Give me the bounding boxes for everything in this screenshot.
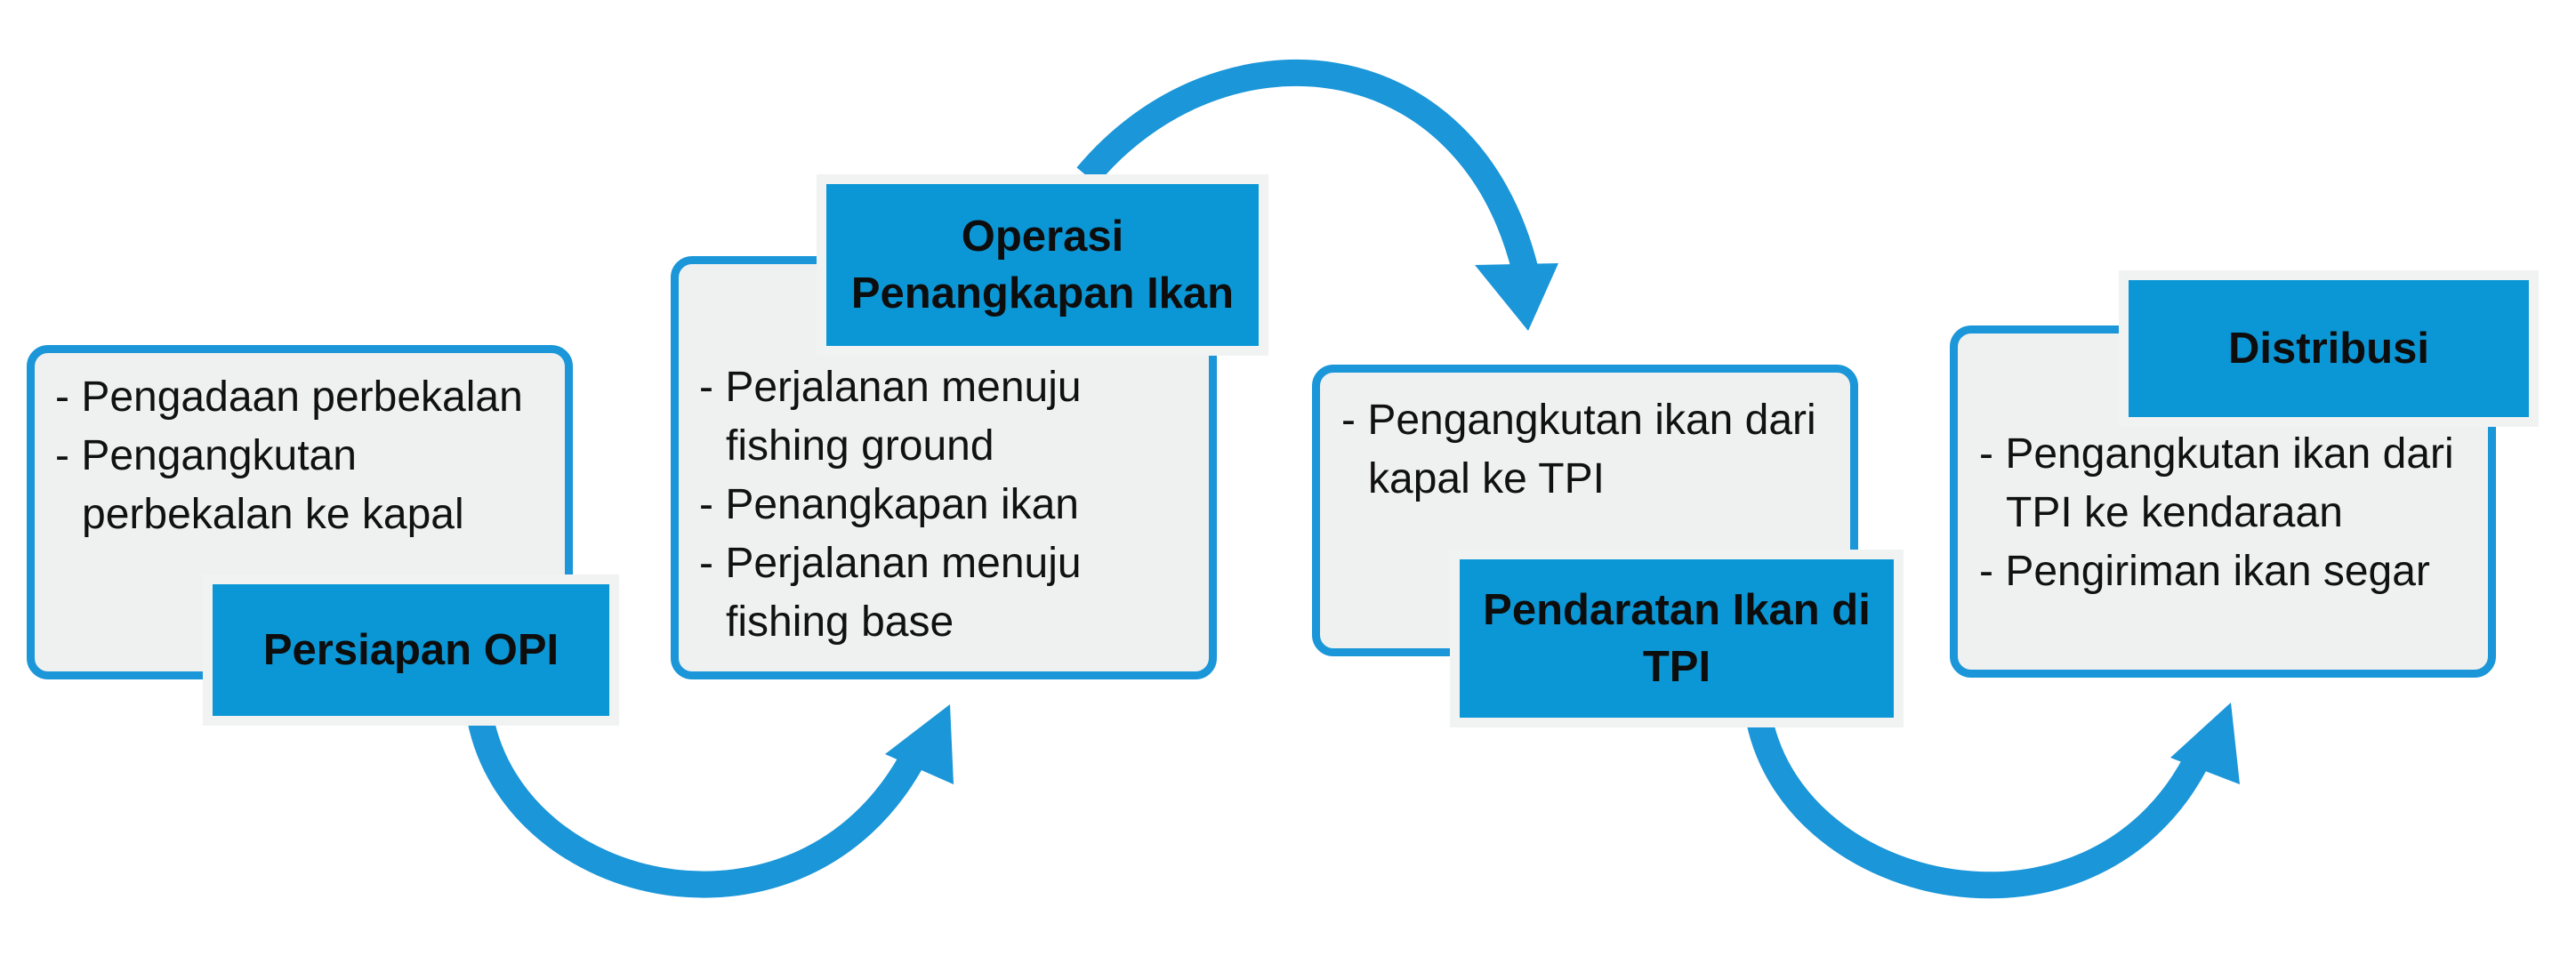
stage-title-persiapan: Persiapan OPI (203, 574, 619, 726)
stage-items-persiapan: Pengadaan perbekalan Pengangkutan perbek… (55, 368, 553, 544)
flow-arrow-1-head (885, 704, 954, 784)
stage-item: Perjalanan menuju fishing base (699, 534, 1144, 652)
stage-item: Pengangkutan perbekalan ke kapal (55, 427, 553, 544)
stage-item: Pengadaan perbekalan (55, 368, 553, 427)
flow-arrow-2 (1076, 60, 1539, 275)
stage-item: Pengiriman ikan segar (1979, 542, 2477, 601)
stage-items-distribusi: Pengangkutan ikan dari TPI ke kendaraan … (1979, 425, 2477, 601)
stage-items-pendaratan: Pengangkutan ikan dari kapal ke TPI (1341, 391, 1839, 509)
stage-item: Pengangkutan ikan dari TPI ke kendaraan (1979, 425, 2477, 542)
stage-item: Pengangkutan ikan dari kapal ke TPI (1341, 391, 1839, 509)
stage-title-distribusi: Distribusi (2119, 270, 2539, 427)
flow-arrow-3 (1746, 717, 2208, 899)
stage-title-operasi: Operasi Penangkapan Ikan (817, 174, 1268, 356)
flow-arrow-3-head (2170, 703, 2240, 784)
stage-item: Perjalanan menuju fishing ground (699, 358, 1144, 476)
flow-arrow-2-head (1475, 263, 1558, 331)
stage-title-pendaratan: Pendaratan Ikan di TPI (1450, 550, 1904, 727)
stage-items-operasi: Perjalanan menuju fishing ground Penangk… (699, 358, 1144, 652)
flow-arrow-1 (467, 715, 924, 898)
stage-item: Penangkapan ikan (699, 476, 1144, 534)
